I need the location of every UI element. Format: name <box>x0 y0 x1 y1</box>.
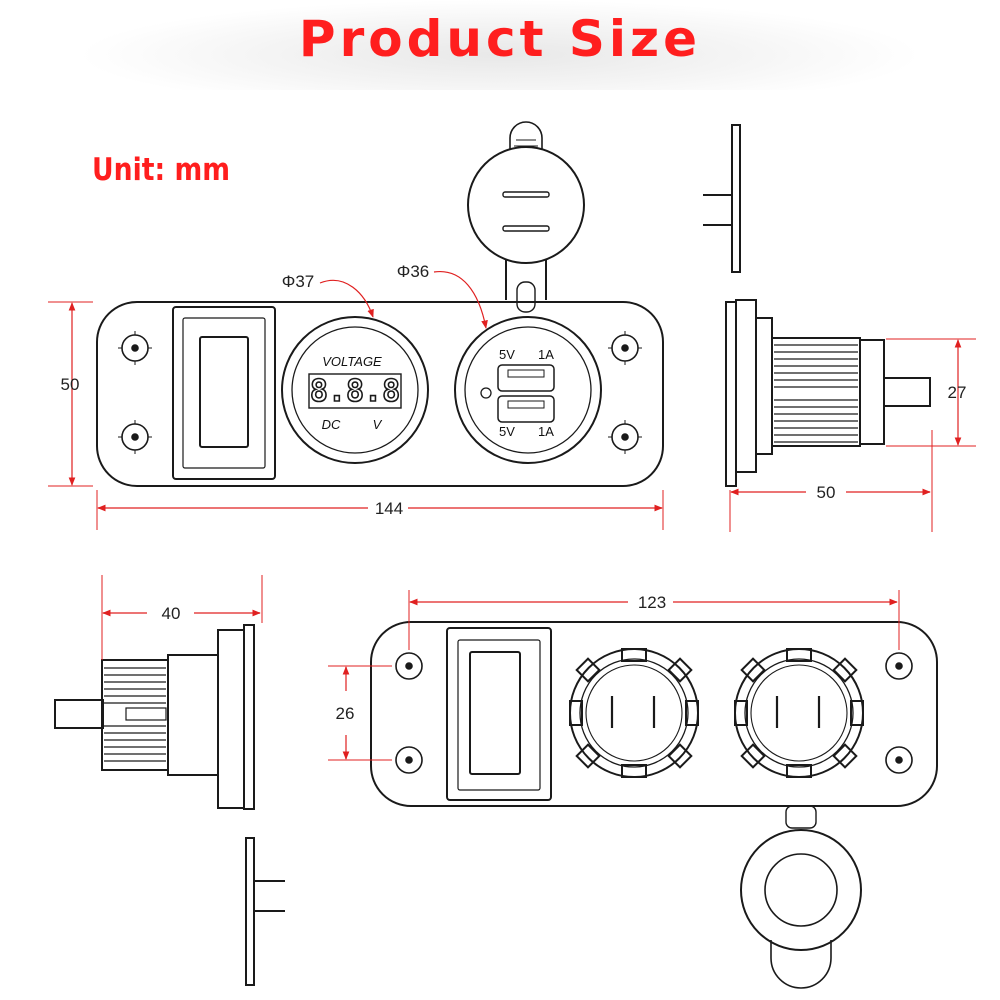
terminal-pin <box>54 699 104 729</box>
voltmeter-display <box>308 373 402 409</box>
screw-hole <box>118 420 152 454</box>
voltmeter-diameter-dim: Φ37 <box>282 272 314 291</box>
voltmeter-digits: 8.8.8 <box>310 374 400 409</box>
unit-label: Unit: mm <box>92 152 231 188</box>
front-dimensions <box>48 271 664 530</box>
threaded-body <box>771 337 861 447</box>
screw-hole <box>608 331 642 365</box>
dc-label: DC <box>322 417 341 432</box>
dust-cap <box>467 121 585 313</box>
back-dimensions <box>328 590 900 761</box>
screw-hole <box>395 652 423 680</box>
title-band <box>0 0 1000 90</box>
screw-hole <box>395 746 423 774</box>
side-left-dimensions <box>101 575 263 660</box>
voltmeter <box>281 316 429 464</box>
side-right-dimensions <box>729 338 976 532</box>
left-depth-dim: 40 <box>162 604 181 623</box>
right-depth-dim: 50 <box>817 483 836 502</box>
terminal-pin <box>883 377 931 407</box>
usb-charger <box>454 316 602 464</box>
usb-port <box>497 395 555 423</box>
back-view <box>370 621 938 989</box>
side-view-left <box>54 624 285 986</box>
back-panel <box>370 621 938 807</box>
mount-plate <box>243 624 255 810</box>
usb-top-current: 1A <box>538 347 554 362</box>
cap-flap <box>245 837 255 986</box>
back-hole-spacing-x-dim: 123 <box>638 593 666 612</box>
led-indicator <box>480 387 492 399</box>
usb-port <box>497 364 555 392</box>
back-hole-spacing-y-dim: 26 <box>336 704 355 723</box>
page-title: Product Size <box>298 10 702 68</box>
front-width-dim: 144 <box>375 499 403 518</box>
usb-diameter-dim: Φ36 <box>397 262 429 281</box>
screw-hole <box>118 331 152 365</box>
v-label: V <box>373 417 383 432</box>
usb-bottom-voltage: 5V <box>499 424 515 439</box>
rocker-switch <box>172 306 276 480</box>
dust-cap-back <box>740 805 862 989</box>
voltmeter-label: VOLTAGE <box>322 354 382 369</box>
mount-plate <box>725 301 737 487</box>
thread-diameter-dim: 27 <box>948 383 967 402</box>
nut-left <box>569 648 699 778</box>
screw-hole <box>885 746 913 774</box>
front-panel <box>96 301 664 487</box>
front-height-dim: 50 <box>61 375 80 394</box>
screw-hole <box>885 652 913 680</box>
front-view <box>96 121 664 487</box>
screw-hole <box>608 420 642 454</box>
rocker-switch-back <box>446 627 552 801</box>
usb-bottom-current: 1A <box>538 424 554 439</box>
usb-top-voltage: 5V <box>499 347 515 362</box>
nut-right <box>734 648 864 778</box>
side-view-right <box>703 124 931 487</box>
cap-flap <box>731 124 741 273</box>
